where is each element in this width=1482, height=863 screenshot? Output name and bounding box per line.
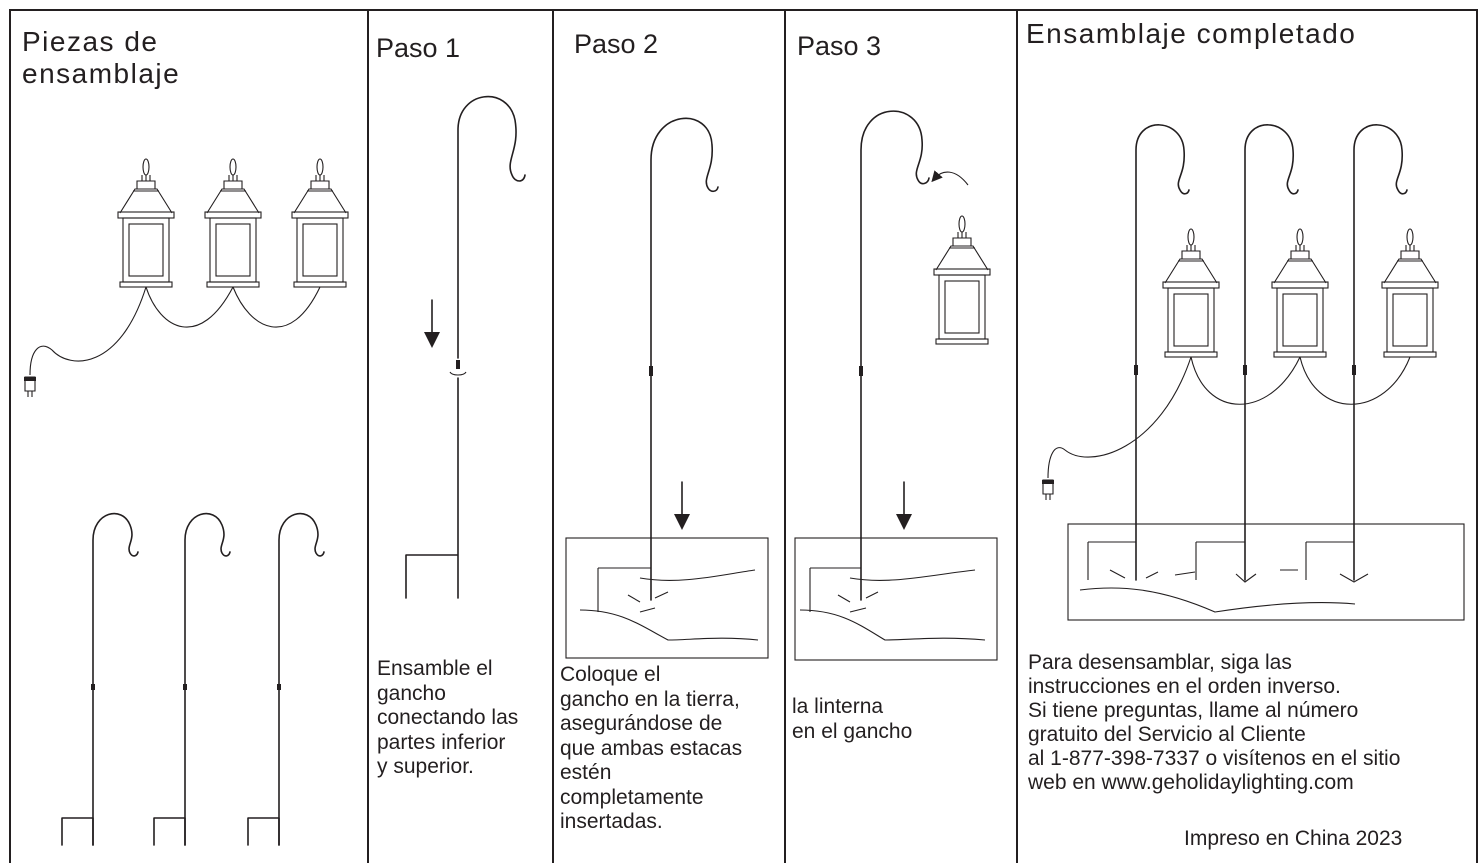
step-1-text: Ensamble el gancho conectando las partes… — [377, 657, 519, 778]
lantern-icon — [1162, 228, 1220, 358]
step-3-title: Paso 3 — [797, 31, 882, 61]
parts-lanterns-group — [23, 158, 349, 398]
shepherd-hook-icon — [184, 512, 231, 846]
step-3-illustration — [794, 110, 998, 661]
shepherd-hook-icon — [860, 110, 930, 601]
panel-parts — [9, 9, 11, 863]
shepherd-hook-icon — [1244, 124, 1299, 581]
step-2-title: Paso 2 — [574, 29, 659, 59]
parts-wire — [232, 286, 321, 328]
shepherd-hook-icon — [92, 512, 139, 846]
lantern-icon — [117, 158, 175, 288]
step-2-text: Coloque el gancho en la tierra, asegurán… — [560, 663, 743, 833]
step-1-title: Paso 1 — [376, 33, 461, 63]
completed-wire — [1190, 356, 1301, 405]
completed-wire — [1299, 356, 1411, 405]
frame-top-border — [9, 9, 1478, 11]
completed-text: Para desensamblar, siga las instruccione… — [1028, 651, 1401, 794]
parts-wire — [29, 286, 147, 376]
panel-step-3 — [784, 9, 786, 863]
lantern-icon — [204, 158, 262, 288]
shepherd-hook-icon — [650, 117, 719, 601]
panel-completed — [1016, 9, 1018, 863]
parts-title: Piezas de ensamblaje — [22, 26, 181, 89]
panel-step-1 — [367, 9, 369, 863]
lantern-icon — [1381, 228, 1439, 358]
shepherd-hook-icon — [278, 512, 325, 846]
ground-icon — [565, 537, 769, 659]
shepherd-hook-icon — [1135, 124, 1190, 581]
step-2-illustration — [565, 117, 769, 659]
shepherd-hook-icon — [457, 95, 526, 359]
parts-wire — [145, 286, 234, 328]
printed-in-label: Impreso en China 2023 — [1184, 827, 1403, 850]
parts-hooks-group — [61, 512, 325, 846]
plug-icon — [1041, 479, 1055, 501]
ground-icon — [1067, 523, 1465, 621]
step-3-text: la linterna en el gancho — [792, 695, 913, 743]
panel-step-2 — [552, 9, 554, 863]
completed-title: Ensamblaje completado — [1026, 18, 1357, 49]
ground-icon — [794, 537, 998, 661]
plug-icon — [23, 376, 37, 398]
step-1-illustration — [405, 95, 526, 599]
lantern-icon — [1271, 228, 1329, 358]
completed-illustration — [1041, 124, 1465, 621]
completed-wire — [1047, 356, 1192, 479]
shepherd-hook-icon — [1353, 124, 1408, 581]
lantern-icon — [933, 215, 991, 345]
lantern-icon — [291, 158, 349, 288]
frame-right-border — [1476, 9, 1478, 863]
